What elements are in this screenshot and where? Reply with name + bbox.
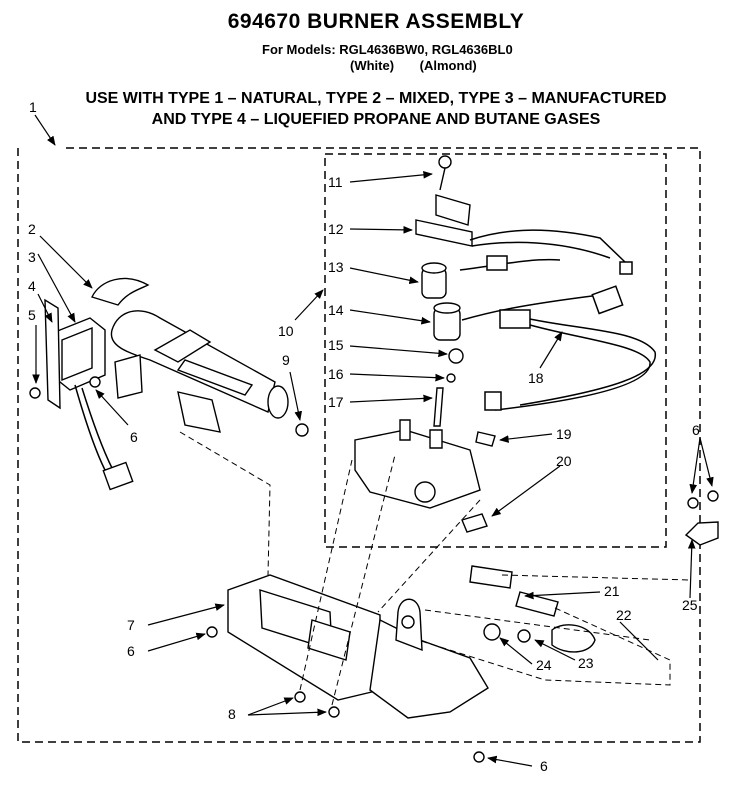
callout-18: 18 <box>528 370 544 386</box>
color-white: (White) <box>350 58 395 73</box>
callout-9: 9 <box>282 352 290 368</box>
callout-15: 15 <box>328 337 344 353</box>
callout-3: 3 <box>28 249 36 265</box>
callout-19: 19 <box>556 426 572 442</box>
callout-6-lower-left: 6 <box>127 643 135 659</box>
color-almond: (Almond) <box>419 58 477 73</box>
burner-base-bracket <box>227 574 489 719</box>
callout-1: 1 <box>29 99 37 115</box>
callout-4: 4 <box>28 278 36 294</box>
callout-11: 11 <box>328 174 343 190</box>
models-line: For Models: RGL4636BW0, RGL4636BL0 <box>262 42 513 57</box>
callout-8: 8 <box>228 706 236 722</box>
diagram-title: 694670 BURNER ASSEMBLY <box>227 10 525 33</box>
callout-23: 23 <box>578 655 594 671</box>
color-variants: (White) (Almond) <box>350 58 499 73</box>
callout-2: 2 <box>28 221 36 237</box>
clip <box>684 521 719 546</box>
callout-6-bottom: 6 <box>540 758 548 774</box>
callout-17: 17 <box>328 394 344 410</box>
callout-24: 24 <box>536 657 552 673</box>
callout-5: 5 <box>28 307 36 323</box>
callout-22: 22 <box>616 607 632 623</box>
valve-subassembly-boundary <box>324 153 667 548</box>
callout-21: 21 <box>604 583 620 599</box>
callout-labels: 1 2 3 4 5 6 7 6 8 9 10 11 12 13 14 15 16… <box>28 99 700 774</box>
igniter-wire <box>74 384 119 476</box>
orifice-parts <box>469 565 596 653</box>
callout-7: 7 <box>127 617 135 633</box>
wiring-harness <box>459 229 656 411</box>
callout-20: 20 <box>556 453 572 469</box>
gas-valve-group <box>354 155 496 533</box>
callout-10: 10 <box>278 323 294 339</box>
callout-13: 13 <box>328 259 344 275</box>
callout-16: 16 <box>328 366 344 382</box>
gas-types-line-1: USE WITH TYPE 1 – NATURAL, TYPE 2 – MIXE… <box>85 90 667 107</box>
gas-types-line-2: AND TYPE 4 – LIQUEFIED PROPANE AND BUTAN… <box>151 111 601 128</box>
burner-tube-group <box>44 277 289 433</box>
callout-14: 14 <box>328 302 344 318</box>
callout-25: 25 <box>682 597 698 613</box>
callout-6-right: 6 <box>692 422 700 438</box>
assembly-boundary <box>17 147 701 743</box>
callout-12: 12 <box>328 221 344 237</box>
callout-6-left: 6 <box>130 429 138 445</box>
